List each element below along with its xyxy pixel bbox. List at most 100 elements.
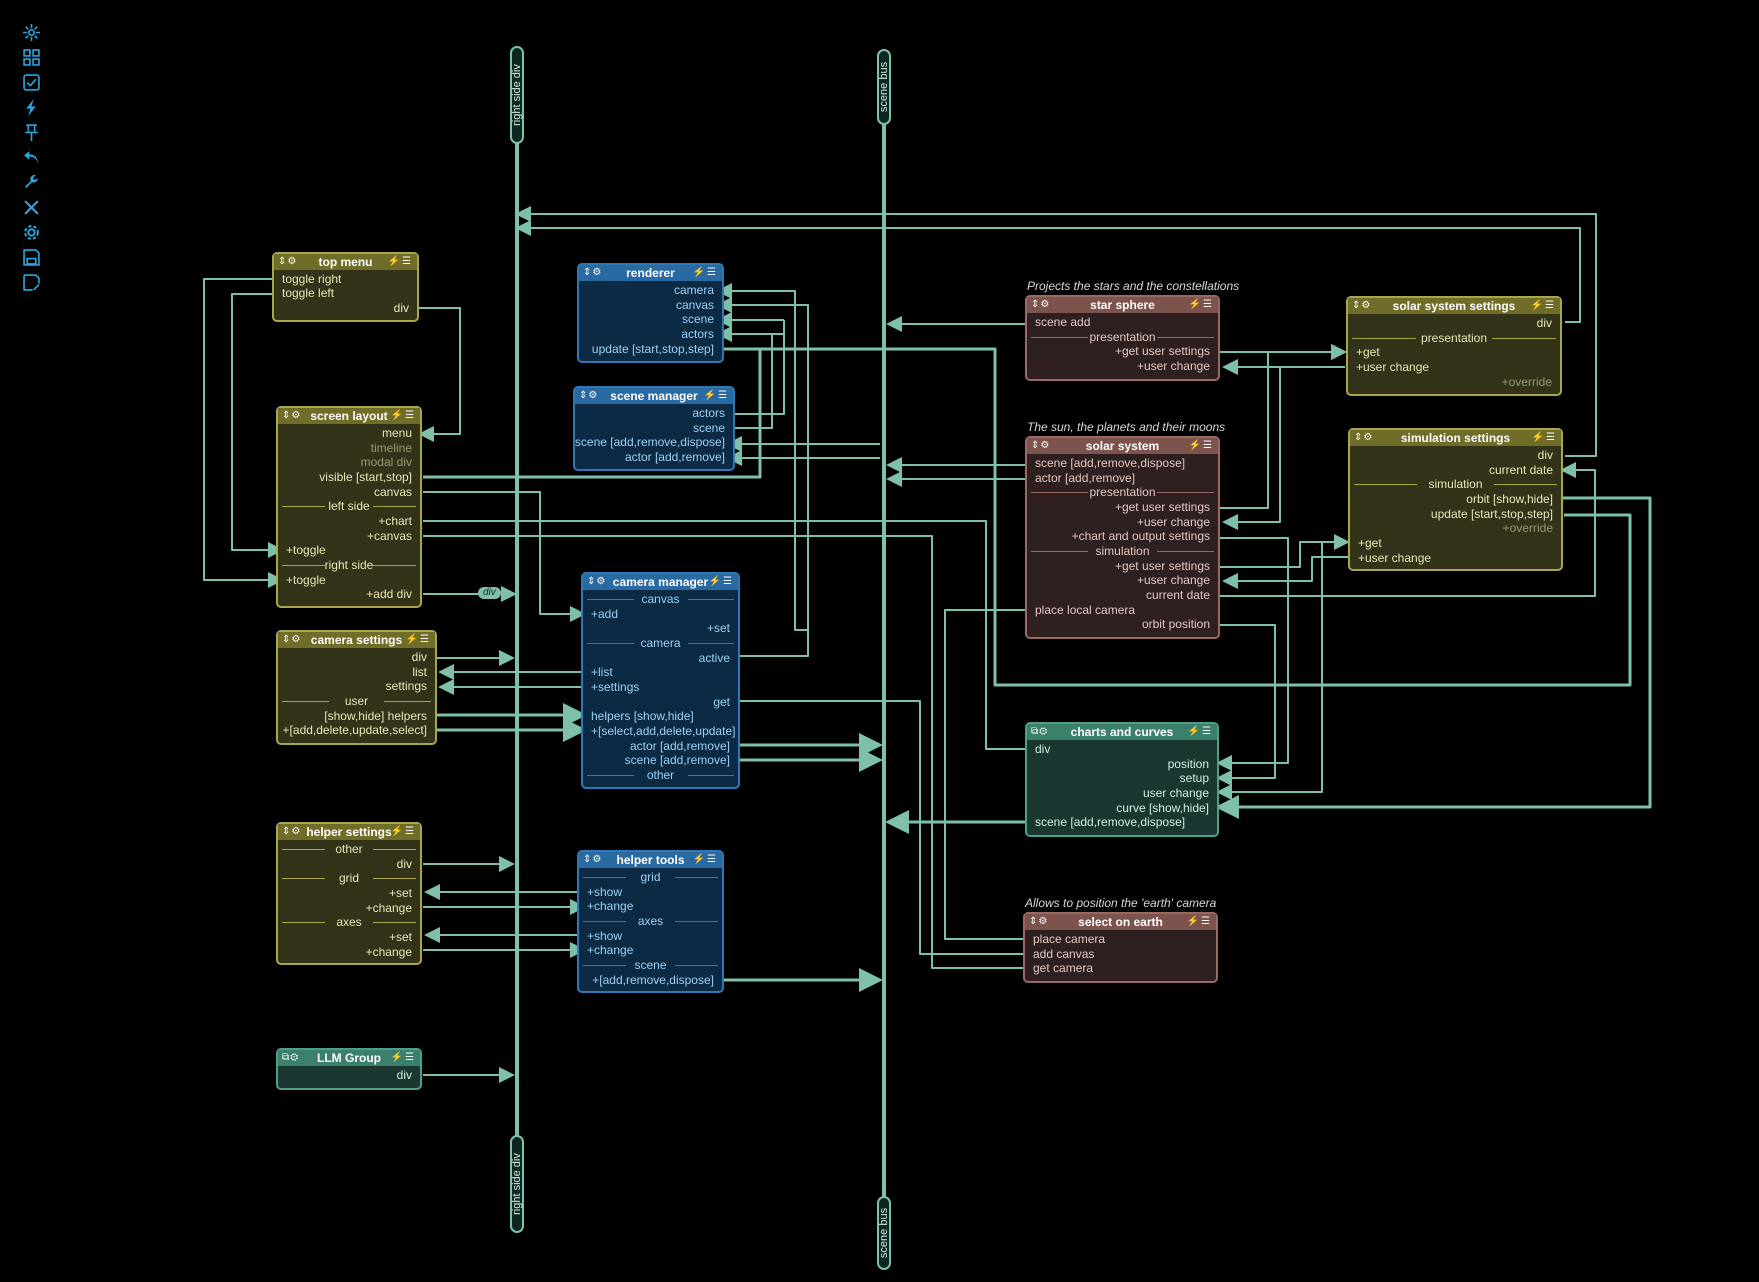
port[interactable]: scene [add,remove,dispose] bbox=[574, 435, 725, 449]
port[interactable]: actors bbox=[692, 406, 725, 420]
port[interactable]: scene [add,remove,dispose] bbox=[1035, 815, 1186, 829]
port[interactable]: get bbox=[713, 695, 730, 709]
port[interactable]: canvas bbox=[675, 298, 714, 312]
port[interactable]: actor [add,remove] bbox=[624, 450, 725, 464]
port[interactable]: place local camera bbox=[1035, 603, 1136, 617]
port[interactable]: +list bbox=[591, 665, 613, 679]
port[interactable]: current date bbox=[1145, 588, 1210, 602]
node-controls-icon[interactable]: ⇕⚙ bbox=[278, 256, 298, 267]
node-camera-settings[interactable]: ⇕⚙camera settings⚡☰ div list settings us… bbox=[276, 630, 437, 745]
port[interactable]: actor [add,remove] bbox=[629, 739, 730, 753]
node-controls-icon[interactable]: ⇕⚙ bbox=[1029, 916, 1049, 927]
wrench-icon[interactable] bbox=[18, 170, 44, 195]
node-star-sphere[interactable]: ⇕⚙star sphere⚡☰ scene add presentation +… bbox=[1025, 295, 1220, 381]
port[interactable]: visible [start,stop] bbox=[319, 470, 412, 484]
node-menu-icon[interactable]: ⚡☰ bbox=[390, 826, 416, 837]
node-camera-manager[interactable]: ⇕⚙camera manager⚡☰ canvas +add +set came… bbox=[581, 572, 740, 789]
port[interactable]: timeline bbox=[370, 441, 412, 455]
node-helper-settings[interactable]: ⇕⚙helper settings⚡☰ other div grid +set … bbox=[276, 822, 422, 965]
node-controls-icon[interactable]: ⇕⚙ bbox=[579, 390, 599, 401]
save-as-icon[interactable] bbox=[18, 270, 44, 295]
port[interactable]: +get user settings bbox=[1114, 344, 1210, 358]
port[interactable]: toggle left bbox=[282, 286, 335, 300]
node-menu-icon[interactable]: ⚡☰ bbox=[1187, 726, 1213, 737]
node-renderer[interactable]: ⇕⚙renderer⚡☰ camera canvas scene actors … bbox=[577, 263, 724, 363]
node-menu-icon[interactable]: ⚡☰ bbox=[1188, 299, 1214, 310]
node-menu-icon[interactable]: ⚡☰ bbox=[1186, 916, 1212, 927]
port[interactable]: +user change bbox=[1136, 515, 1210, 529]
port[interactable]: +[add,remove,dispose] bbox=[592, 973, 714, 987]
port[interactable]: div bbox=[411, 650, 427, 664]
port[interactable]: [show,hide] helpers bbox=[324, 709, 427, 723]
port[interactable]: scene [add,remove] bbox=[624, 753, 730, 767]
node-controls-icon[interactable]: ⇕⚙ bbox=[282, 826, 302, 837]
node-controls-icon[interactable]: ⇕⚙ bbox=[282, 410, 302, 421]
port[interactable]: +chart and output settings bbox=[1071, 529, 1210, 543]
port[interactable]: add canvas bbox=[1033, 947, 1095, 961]
port[interactable]: +add div bbox=[366, 587, 412, 601]
port[interactable]: toggle right bbox=[282, 272, 342, 286]
port[interactable]: +show bbox=[587, 885, 623, 899]
node-controls-icon[interactable]: ⧉⚙ bbox=[282, 1052, 300, 1063]
port[interactable]: div bbox=[396, 1068, 412, 1082]
port[interactable]: +get user settings bbox=[1114, 500, 1210, 514]
node-scene-manager[interactable]: ⇕⚙scene manager⚡☰ actors scene scene [ad… bbox=[573, 386, 735, 471]
node-controls-icon[interactable]: ⇕⚙ bbox=[1354, 432, 1374, 443]
node-menu-icon[interactable]: ⚡☰ bbox=[708, 576, 734, 587]
port[interactable]: scene bbox=[692, 421, 725, 435]
port[interactable]: +canvas bbox=[366, 529, 412, 543]
div-pill[interactable]: div bbox=[478, 587, 501, 599]
port[interactable]: +get bbox=[1356, 345, 1380, 359]
node-controls-icon[interactable]: ⇕⚙ bbox=[1031, 299, 1051, 310]
port[interactable]: +get bbox=[1358, 536, 1382, 550]
port[interactable]: +toggle bbox=[286, 573, 326, 587]
node-menu-icon[interactable]: ⚡☰ bbox=[1531, 432, 1557, 443]
grid-icon[interactable] bbox=[18, 45, 44, 70]
port[interactable]: div bbox=[393, 301, 409, 315]
port[interactable]: +change bbox=[365, 901, 412, 915]
port[interactable]: helpers [show,hide] bbox=[591, 709, 694, 723]
port[interactable]: +change bbox=[587, 899, 634, 913]
node-helper-tools[interactable]: ⇕⚙helper tools⚡☰ grid +show +change axes… bbox=[577, 850, 724, 993]
port[interactable]: update [start,stop,step] bbox=[1430, 507, 1553, 521]
port[interactable]: orbit position bbox=[1141, 617, 1210, 631]
node-controls-icon[interactable]: ⇕⚙ bbox=[583, 267, 603, 278]
port[interactable]: actors bbox=[681, 327, 714, 341]
port[interactable]: +user change bbox=[1356, 360, 1430, 374]
port[interactable]: +change bbox=[365, 945, 412, 959]
port[interactable]: actor [add,remove] bbox=[1035, 471, 1136, 485]
port[interactable]: +[add,delete,update,select] bbox=[282, 723, 427, 737]
port[interactable]: +override bbox=[1502, 521, 1553, 535]
port[interactable]: +toggle bbox=[286, 543, 326, 557]
node-top-menu[interactable]: ⇕⚙top menu⚡☰ toggle right toggle left di… bbox=[272, 252, 419, 322]
node-solar-system-settings[interactable]: ⇕⚙solar system settings⚡☰ div presentati… bbox=[1346, 296, 1562, 396]
node-screen-layout[interactable]: ⇕⚙screen layout⚡☰ menu timeline modal di… bbox=[276, 406, 422, 608]
port[interactable]: curve [show,hide] bbox=[1116, 801, 1209, 815]
port[interactable]: list bbox=[412, 665, 427, 679]
port[interactable]: div bbox=[1537, 448, 1553, 462]
port[interactable]: update [start,stop,step] bbox=[591, 342, 714, 356]
bolt-icon[interactable] bbox=[18, 95, 44, 120]
port[interactable]: div bbox=[1035, 742, 1051, 756]
port[interactable]: modal div bbox=[360, 455, 412, 469]
node-controls-icon[interactable]: ⇕⚙ bbox=[587, 576, 607, 587]
port[interactable]: current date bbox=[1488, 463, 1553, 477]
port[interactable]: +set bbox=[706, 621, 730, 635]
port[interactable]: menu bbox=[381, 426, 412, 440]
right-side-div-bus-top[interactable]: right side div bbox=[510, 46, 524, 144]
node-controls-icon[interactable]: ⇕⚙ bbox=[1031, 440, 1051, 451]
sparkle-icon[interactable] bbox=[18, 20, 44, 45]
node-controls-icon[interactable]: ⧉⚙ bbox=[1031, 726, 1049, 737]
node-menu-icon[interactable]: ⚡☰ bbox=[1530, 300, 1556, 311]
node-menu-icon[interactable]: ⚡☰ bbox=[1188, 440, 1214, 451]
node-controls-icon[interactable]: ⇕⚙ bbox=[1352, 300, 1372, 311]
port[interactable]: +add bbox=[591, 607, 619, 621]
port[interactable]: scene add bbox=[1035, 315, 1091, 329]
port[interactable]: place camera bbox=[1033, 932, 1106, 946]
node-menu-icon[interactable]: ⚡☰ bbox=[390, 1052, 416, 1063]
gear-icon[interactable] bbox=[18, 220, 44, 245]
port[interactable]: +get user settings bbox=[1114, 559, 1210, 573]
port[interactable]: +user change bbox=[1358, 551, 1432, 565]
node-simulation-settings[interactable]: ⇕⚙simulation settings⚡☰ div current date… bbox=[1348, 428, 1563, 571]
port[interactable]: +change bbox=[587, 943, 634, 957]
